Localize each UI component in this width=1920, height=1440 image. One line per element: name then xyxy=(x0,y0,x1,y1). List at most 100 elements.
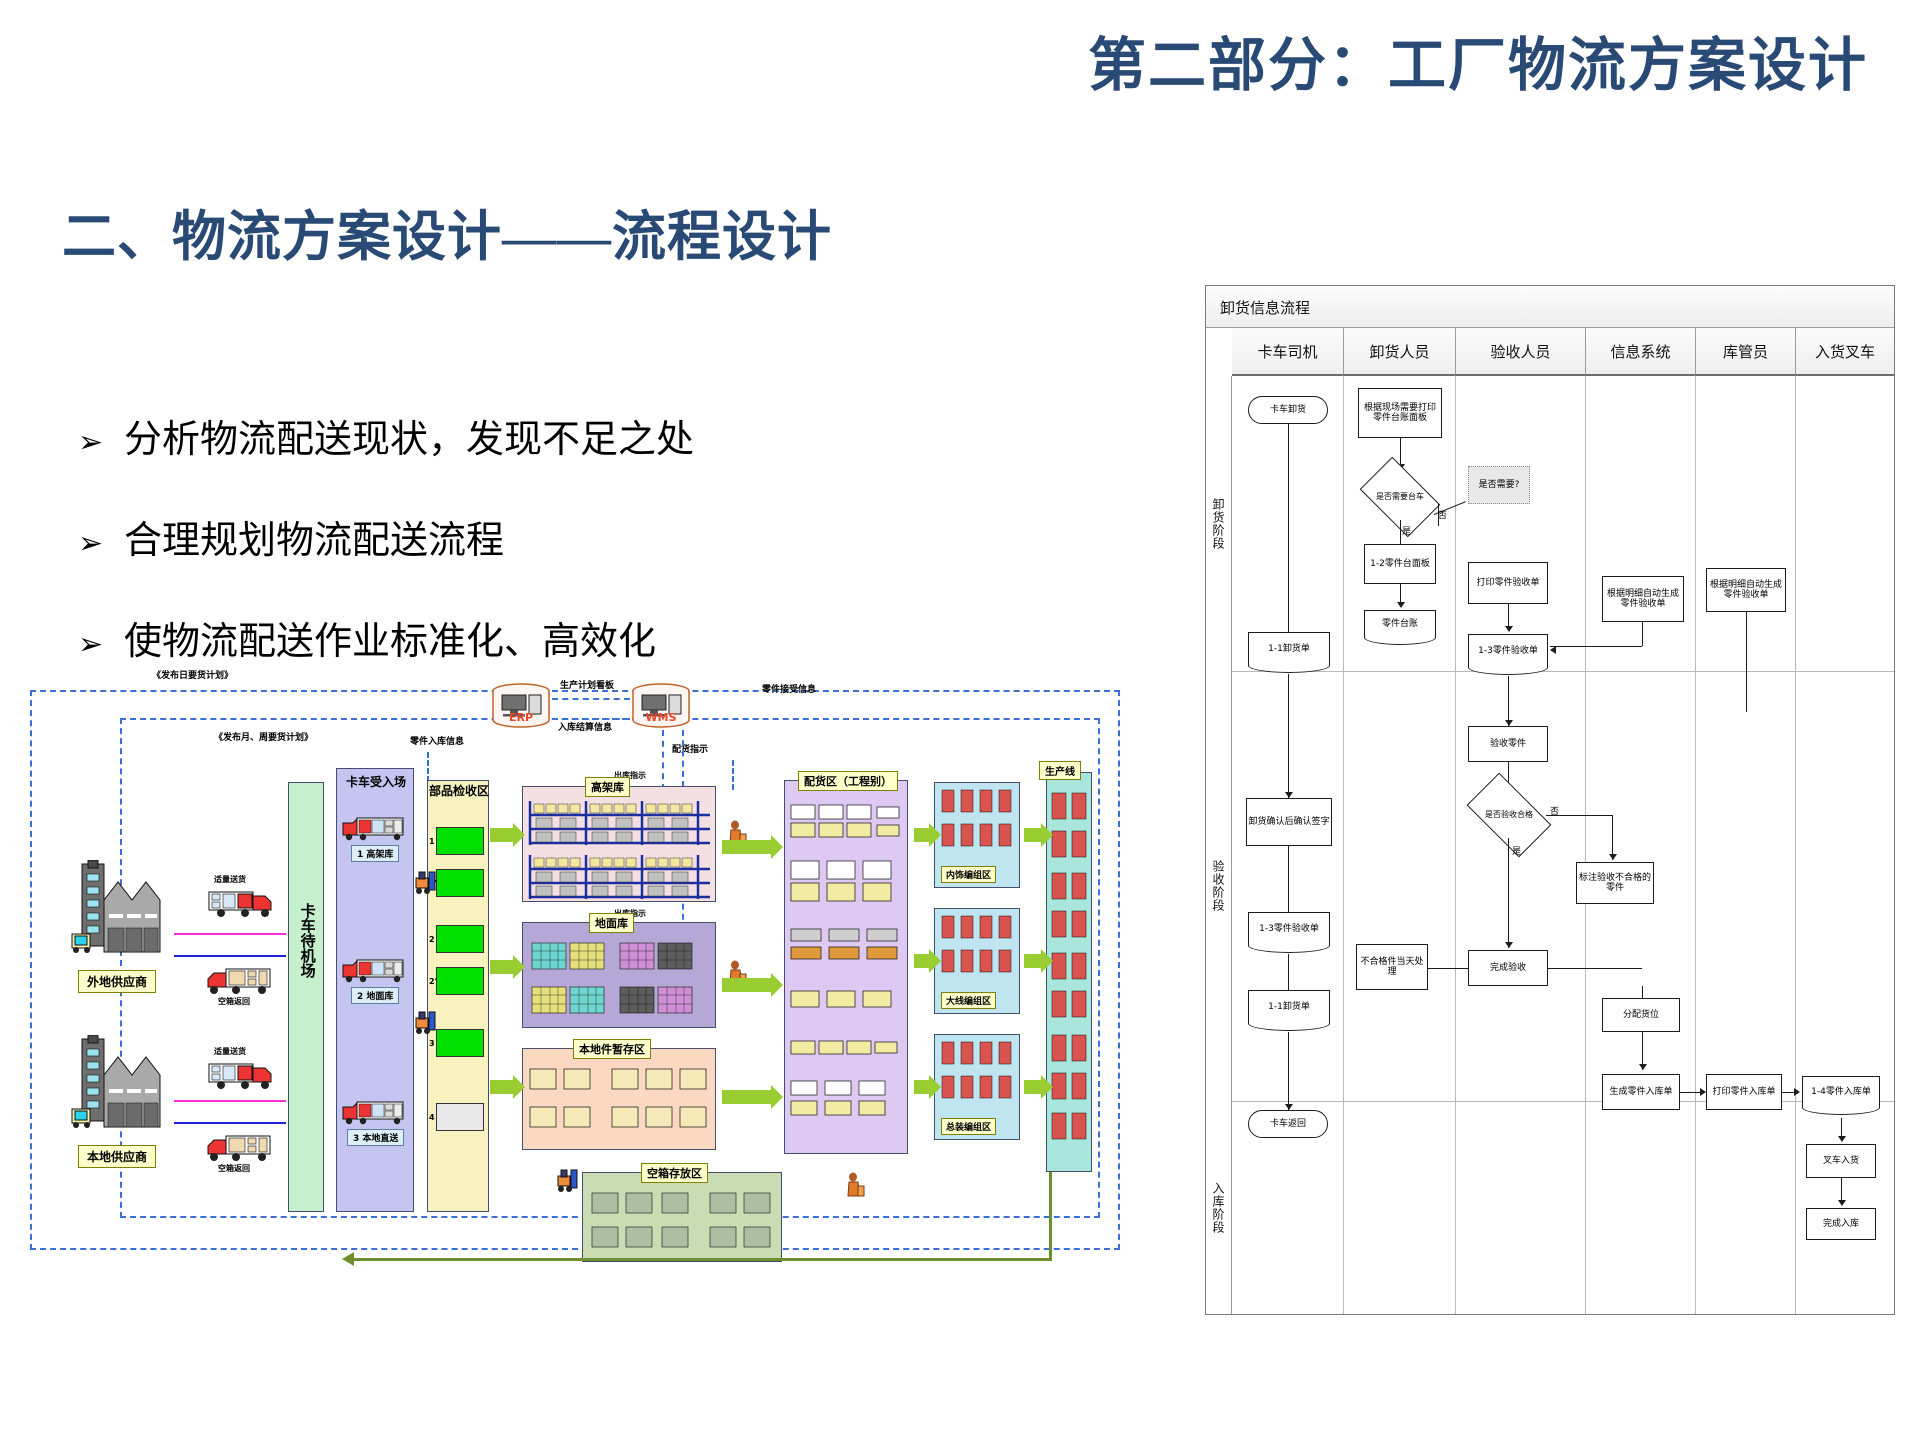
arrowhead xyxy=(1397,602,1405,608)
production-kanban-label: 生产计划看板 xyxy=(560,681,615,691)
zone-picking-label: 配货区（工程别） xyxy=(798,771,898,791)
arrowhead xyxy=(1838,1136,1846,1142)
delivery-truck-remote-icon xyxy=(207,888,279,923)
zone-high-rack[interactable]: 高架库 xyxy=(522,777,716,902)
zone-ground-store[interactable]: 地面库 xyxy=(522,913,716,1028)
connector xyxy=(1550,646,1642,647)
node-need-pallet-note[interactable]: 是否需要? xyxy=(1468,466,1530,504)
return-flow-remote xyxy=(174,955,286,957)
zone-production-line-label: 生产线 xyxy=(1039,761,1081,780)
decision-yes-label: 是 xyxy=(1512,847,1522,857)
delivery-flow-local xyxy=(174,1100,286,1102)
decision-no-label: 否 xyxy=(1550,807,1560,817)
node-exception[interactable]: 不合格件当天处理 xyxy=(1356,944,1428,990)
slide-header-title: 第二部分：工厂物流方案设计 xyxy=(1087,33,1868,98)
zone-supermarket-interior[interactable]: 内饰编组区 xyxy=(934,782,1020,888)
flow-arrow xyxy=(722,835,783,859)
node-receipt-1-3b[interactable]: 1-3零件验收单 xyxy=(1248,912,1330,953)
connector xyxy=(1841,1118,1842,1140)
node-finish-inbound[interactable]: 完成入库 xyxy=(1806,1208,1876,1240)
phase-inspection: 验收阶段 xyxy=(1206,671,1232,1101)
month-week-plan-label: 《发布月、周要货计划》 xyxy=(214,733,314,743)
connector xyxy=(1288,954,1289,990)
parts-inbound-info-label: 零件入库信息 xyxy=(410,737,465,747)
connector xyxy=(1400,520,1401,544)
inspect-slot-num: 3 xyxy=(429,1039,435,1048)
dock-truck-1-icon xyxy=(341,815,411,846)
node-truck-return[interactable]: 卡车返回 xyxy=(1248,1110,1328,1138)
connector xyxy=(1288,674,1289,798)
phase-unloading: 卸货阶段 xyxy=(1206,376,1232,671)
lane-header-keeper: 库管员 xyxy=(1696,328,1796,376)
flow-arrow xyxy=(722,1085,783,1109)
inspect-slot xyxy=(436,869,484,897)
node-inbound-1-4[interactable]: 1-4零件入库单 xyxy=(1802,1076,1880,1115)
node-mark-defect[interactable]: 标注验收不合格的零件 xyxy=(1576,862,1654,904)
delivery-truck-local-icon xyxy=(207,1060,279,1095)
list-item-label: 使物流配送作业标准化、高效化 xyxy=(124,621,657,663)
zone-production-line[interactable]: 生产线 xyxy=(1039,761,1092,1172)
node-sign-unload[interactable]: 卸货确认后确认签字 xyxy=(1246,798,1332,846)
lane-header-unloader: 卸货人员 xyxy=(1344,328,1456,376)
zone-picking[interactable]: 配货区（工程别） xyxy=(784,771,908,1154)
flow-arrow xyxy=(1024,949,1053,973)
zone-truck-wait[interactable]: 卡车待机场 xyxy=(288,782,324,1212)
zone-inspection[interactable]: 部品检收区 1 1' 2 2' 3 4 xyxy=(427,780,489,1212)
empty-box-return-arrow xyxy=(342,1252,354,1266)
decision-no-label: 否 xyxy=(1438,511,1448,521)
lane-col-inspector xyxy=(1456,376,1586,1314)
node-check-parts[interactable]: 验收零件 xyxy=(1468,726,1548,762)
lane-header-forklift: 入货叉车 xyxy=(1796,328,1894,376)
zone-truck-dock-label: 卡车受入场 xyxy=(345,775,406,789)
node-forklift-in[interactable]: 叉车入货 xyxy=(1806,1144,1876,1178)
connector xyxy=(1782,1092,1798,1093)
inspect-slot xyxy=(436,967,484,995)
zone-truck-dock[interactable]: 卡车受入场 1 高架库 xyxy=(336,768,414,1212)
node-pass-decision[interactable]: 是否验收合格 xyxy=(1466,772,1552,858)
empty-box-return-down xyxy=(1049,1172,1052,1260)
erp-system[interactable]: ERP xyxy=(490,682,552,730)
zone-local-buffer[interactable]: 本地件暂存区 xyxy=(522,1039,716,1150)
flow-arrow xyxy=(1024,1075,1053,1099)
zone-supermarket-mainline[interactable]: 大线编组区 xyxy=(934,908,1020,1014)
bullet-arrow-icon: ➢ xyxy=(78,526,104,561)
lane-col-system xyxy=(1586,376,1696,1314)
node-zero-pallet[interactable]: 零件台账 xyxy=(1364,610,1436,645)
node-receipt-1-3[interactable]: 1-3零件验收单 xyxy=(1468,634,1548,675)
unload-flowchart: 卸货信息流程 卸货阶段 验收阶段 入库阶段 卡车司机 卸货人员 验收人员 信息系… xyxy=(1205,285,1895,1315)
node-finish-check[interactable]: 完成验收 xyxy=(1468,950,1548,986)
page-title: 二、物流方案设计——流程设计 xyxy=(62,207,832,267)
erp-label: ERP xyxy=(508,711,534,724)
wms-system[interactable]: WMS xyxy=(630,682,692,730)
connector xyxy=(1680,1092,1704,1093)
arrowhead xyxy=(1550,646,1556,654)
node-sys-gen-receipt[interactable]: 根据明细自动生成零件验收单 xyxy=(1602,576,1684,622)
arrowhead xyxy=(1285,792,1293,798)
worker-tugger-icon xyxy=(844,1172,866,1207)
zone-supermarket-assembly[interactable]: 总装编组区 xyxy=(934,1034,1020,1140)
node-print-pallet[interactable]: 根据现场需要打印零件台账面板 xyxy=(1358,388,1442,438)
supermarket-label-interior: 内饰编组区 xyxy=(941,866,997,883)
node-print-receipt[interactable]: 打印零件验收单 xyxy=(1468,562,1548,604)
node-need-pallet-decision[interactable]: 是否需要台车 xyxy=(1359,456,1441,538)
flow-arrow xyxy=(1024,823,1053,847)
node-keeper-gen-receipt[interactable]: 根据明细自动生成零件验收单 xyxy=(1706,568,1786,612)
flowchart-title: 卸货信息流程 xyxy=(1206,286,1894,328)
node-receipt-1-1[interactable]: 1-1卸货单 xyxy=(1248,632,1330,673)
zone-empty-box[interactable]: 空箱存放区 xyxy=(582,1163,782,1262)
node-assign-slot[interactable]: 分配货位 xyxy=(1602,998,1680,1032)
node-gen-inbound[interactable]: 生成零件入库单 xyxy=(1602,1074,1680,1110)
info-line-picking xyxy=(732,760,734,790)
inspect-slot xyxy=(436,1029,484,1057)
node-start-unload[interactable]: 卡车卸货 xyxy=(1248,396,1328,424)
erp-to-wms-line xyxy=(552,698,630,700)
arrowhead xyxy=(1794,1088,1800,1096)
connector xyxy=(1400,438,1401,468)
zone-inspection-label: 部品检收区 xyxy=(428,784,489,798)
forklift-icon xyxy=(556,1168,580,1199)
dock-label-2: 2 地面库 xyxy=(351,987,400,1004)
inbound-settlement-label: 入库结算信息 xyxy=(558,723,613,733)
node-receipt-1-1b[interactable]: 1-1卸货单 xyxy=(1248,990,1330,1031)
node-print-inbound[interactable]: 打印零件入库单 xyxy=(1706,1074,1782,1110)
node-pallet-1-2[interactable]: 1-2零件台面板 xyxy=(1364,544,1436,584)
